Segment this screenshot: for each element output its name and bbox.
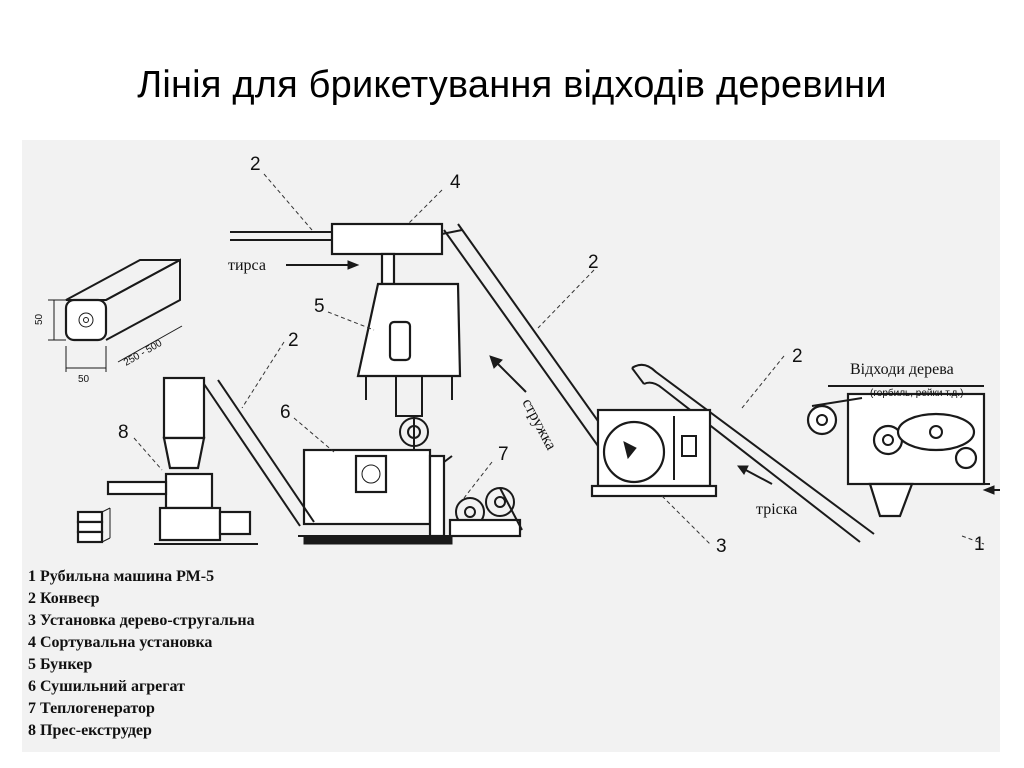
legend-item: 4 Сортувальна установка — [28, 634, 213, 651]
callout-2-mid: 2 — [537, 252, 599, 329]
callout-2-top: 2 — [250, 154, 313, 231]
svg-text:1: 1 — [974, 534, 985, 555]
legend-item: 6 Сушильний агрегат — [28, 678, 185, 695]
dim-width-label: 50 — [78, 374, 90, 385]
slide-title: Лінія для брикетування відходів деревини — [137, 64, 887, 106]
svg-text:2: 2 — [250, 154, 261, 175]
dim-length-label: 250 - 500 — [122, 338, 164, 369]
callout-2-left: 2 — [241, 330, 299, 409]
sawdust-label: тирса — [228, 257, 266, 274]
svg-text:3: 3 — [716, 536, 727, 557]
dim-height-label: 50 — [34, 313, 45, 325]
briquette-sketch: 50 50 250 - 500 — [34, 258, 183, 385]
svg-text:4: 4 — [450, 172, 461, 193]
callout-2-right: 2 — [741, 346, 803, 409]
svg-text:2: 2 — [792, 346, 803, 367]
dryer-unit-6 — [298, 416, 460, 545]
callout-6: 6 — [280, 402, 335, 453]
sorting-unit-4 — [230, 222, 463, 286]
callout-5: 5 — [314, 296, 375, 331]
legend-item: 2 Конвеєр — [28, 590, 100, 607]
callout-3: 3 — [661, 495, 727, 557]
callout-8: 8 — [118, 422, 163, 471]
press-extruder-8 — [76, 376, 258, 545]
svg-text:2: 2 — [588, 252, 599, 273]
wood-waste-note: (горбиль, рейки т.д.) — [870, 387, 963, 399]
sawdust-arrow: тирса — [228, 257, 360, 274]
legend-item: 3 Установка дерево-стругальна — [28, 612, 255, 629]
conveyor-to-press — [203, 379, 315, 527]
briquetting-line-diagram: 50 50 250 - 500 тирса — [22, 140, 1000, 752]
callout-1: 1 — [961, 534, 985, 555]
chipper-rm5-1 — [806, 385, 990, 518]
heat-generator-7 — [448, 487, 523, 538]
callout-7: 7 — [463, 444, 509, 499]
wood-waste-label: Відходи дерева — [850, 361, 954, 378]
svg-text:7: 7 — [498, 444, 509, 465]
conveyor-to-planer — [631, 363, 875, 543]
conveyor-to-sorter — [443, 223, 621, 461]
legend-item: 1 Рубильна машина РМ-5 — [28, 568, 215, 585]
planing-unit-3 — [590, 408, 718, 498]
hopper-5 — [356, 282, 462, 417]
wood-waste-feed-arrow — [982, 485, 1000, 495]
shavings-arrow: стружка — [489, 355, 560, 453]
svg-text:2: 2 — [288, 330, 299, 351]
chips-label: тріска — [756, 501, 797, 518]
diagram-canvas: 50 50 250 - 500 тирса — [34, 154, 1000, 557]
callout-4: 4 — [407, 172, 461, 225]
legend-item: 5 Бункер — [28, 656, 93, 673]
svg-text:8: 8 — [118, 422, 129, 443]
legend: 1 Рубильна машина РМ-5 2 Конвеєр 3 Устан… — [28, 566, 255, 742]
svg-text:5: 5 — [314, 296, 325, 317]
briquette-stack — [76, 507, 111, 544]
legend-item: 7 Теплогенератор — [28, 700, 155, 717]
shavings-label: стружка — [518, 396, 559, 453]
svg-text:6: 6 — [280, 402, 291, 423]
chips-arrow: тріска — [737, 465, 797, 518]
legend-item: 8 Прес-екструдер — [28, 722, 152, 739]
